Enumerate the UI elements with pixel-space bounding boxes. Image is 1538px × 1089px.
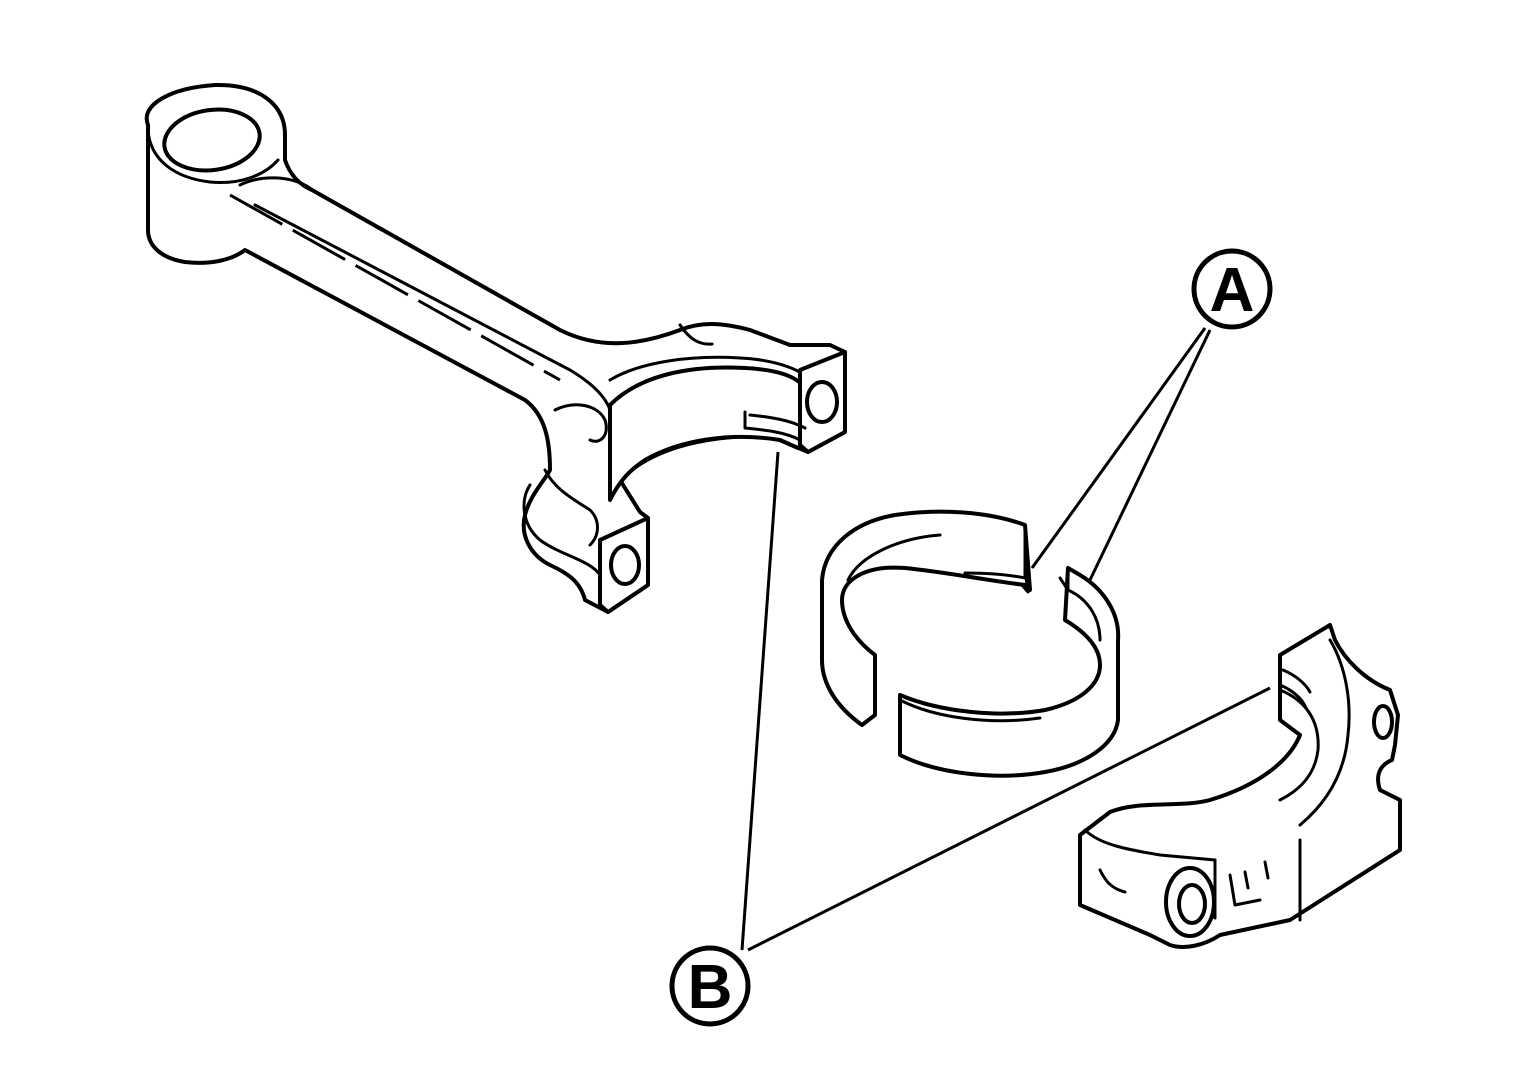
leader-b-1 bbox=[740, 451, 780, 951]
connecting-rod bbox=[144, 82, 847, 614]
leader-a-2 bbox=[1088, 329, 1212, 581]
leader-a-1 bbox=[1030, 327, 1207, 569]
bearing-cap bbox=[1078, 623, 1402, 949]
callout-b-label: B bbox=[688, 953, 733, 1022]
leader-lines bbox=[740, 327, 1271, 952]
callout-a-label: A bbox=[1210, 256, 1255, 325]
callout-a: A bbox=[1191, 248, 1273, 330]
leader-b-2 bbox=[747, 686, 1271, 952]
callout-b: B bbox=[669, 945, 751, 1027]
bearing-shells bbox=[820, 509, 1121, 778]
